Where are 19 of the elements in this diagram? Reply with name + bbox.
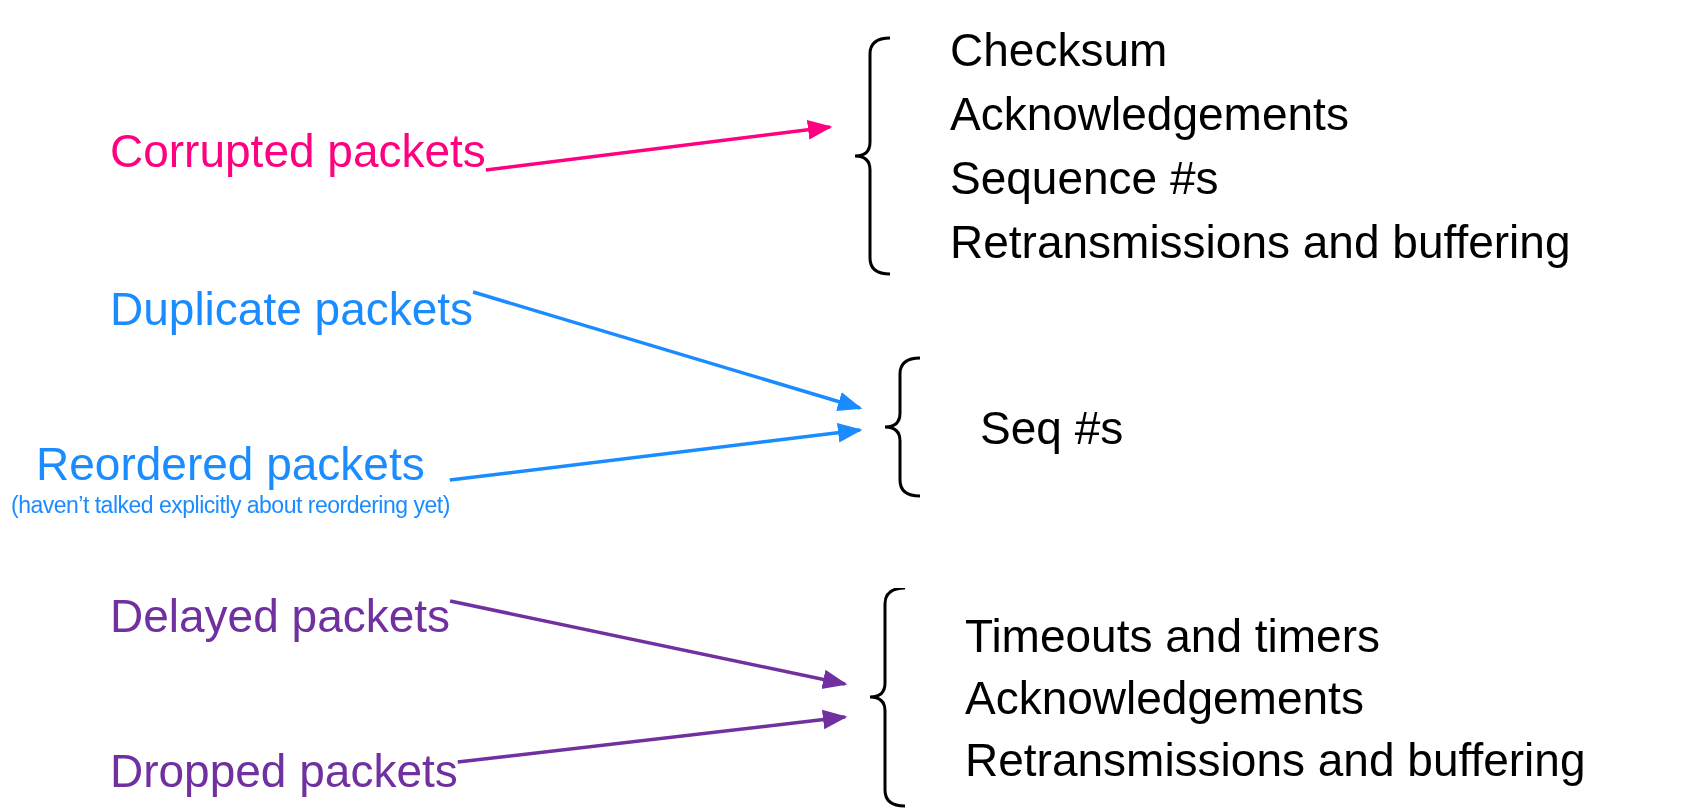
- arrow: [472, 290, 863, 412]
- text-line: Checksum: [950, 23, 1169, 78]
- problem-label: Delayed packets: [110, 590, 451, 642]
- text-line: Sequence #s: [950, 151, 1220, 206]
- arrow: [457, 709, 848, 764]
- problem-label: Duplicate packets: [110, 283, 474, 335]
- arrow: [485, 120, 833, 172]
- text-line: Timeouts and timers: [965, 609, 1381, 664]
- arrow: [449, 599, 848, 690]
- text-line: Acknowledgements: [950, 87, 1350, 142]
- problem-label: Reordered packets: [36, 438, 425, 490]
- arrow: [449, 422, 863, 482]
- note: (haven’t talked explicitly about reordering yet): [11, 491, 450, 520]
- problem-label: Corrupted packets: [110, 125, 486, 177]
- text-line: Acknowledgements: [965, 671, 1365, 726]
- text-line: Seq #s: [980, 400, 1124, 456]
- text-line: Retransmissions and buffering: [965, 733, 1586, 788]
- problem-label: Dropped packets: [110, 745, 458, 797]
- text-line: Retransmissions and buffering: [950, 215, 1571, 270]
